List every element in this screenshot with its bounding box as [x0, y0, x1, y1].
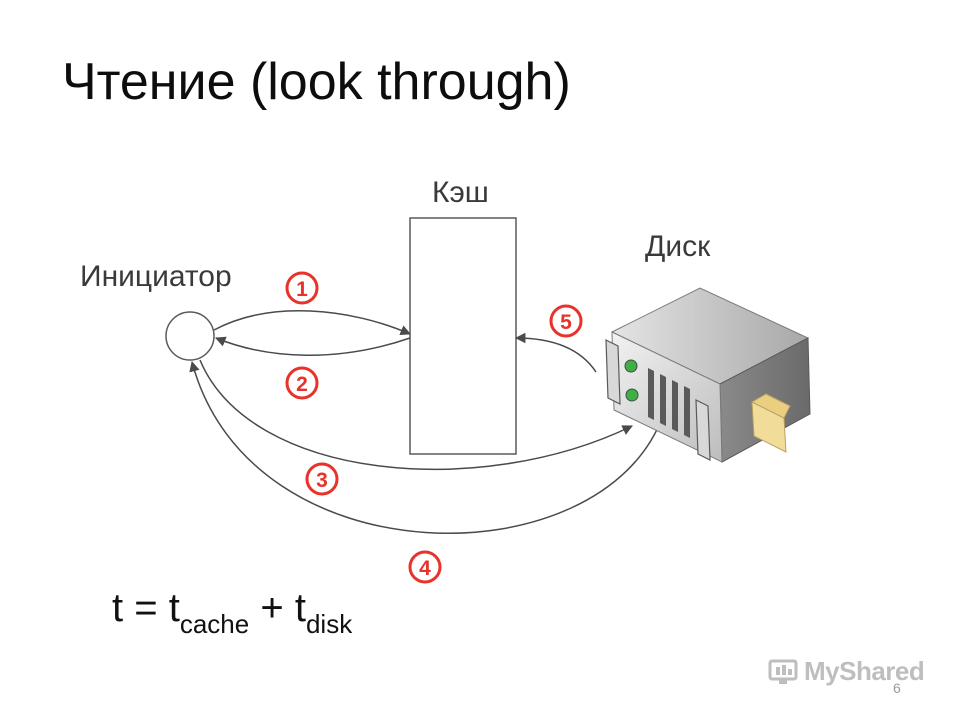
- cache-label: Кэш: [432, 176, 489, 209]
- watermark: MyShared: [768, 656, 925, 687]
- formula-term-cache: t: [168, 586, 180, 630]
- step-badge-2: 2: [285, 366, 319, 400]
- step-badge-4: 4: [408, 550, 442, 584]
- slide-title: Чтение (look through): [62, 53, 571, 111]
- initiator-label: Инициатор: [80, 260, 232, 293]
- initiator-node: [165, 311, 215, 361]
- formula-term-disk: t: [294, 586, 306, 630]
- step-badge-1: 1: [285, 271, 319, 305]
- step-badge-5: 5: [549, 304, 583, 338]
- step-badge-3: 3: [305, 462, 339, 496]
- status-light-bottom: [625, 388, 639, 402]
- arrow-step-3: [199, 359, 633, 471]
- formula-plus: +: [249, 586, 295, 630]
- status-light-top: [624, 359, 638, 373]
- watermark-text: MyShared: [804, 656, 925, 686]
- disk-server-icon: [605, 287, 811, 463]
- formula-equals: =: [123, 586, 169, 630]
- formula-lhs: t: [112, 586, 124, 630]
- watermark-logo-icon: [768, 659, 798, 684]
- step-number-2: 2: [296, 373, 308, 396]
- step-number-5: 5: [560, 311, 572, 334]
- arrow-step-5: [514, 332, 597, 373]
- formula-sub-cache: cache: [179, 609, 250, 639]
- arrow-step-4: [189, 360, 663, 535]
- time-formula: t = tcache + tdisk: [112, 586, 352, 637]
- arrow-step-2: [215, 336, 411, 356]
- arrow-step-1: [213, 310, 411, 336]
- step-number-4: 4: [419, 557, 431, 580]
- step-number-1: 1: [296, 278, 308, 301]
- disk-label: Диск: [645, 230, 711, 263]
- step-number-3: 3: [316, 469, 328, 492]
- page-number: 6: [893, 680, 901, 696]
- cache-block: [409, 217, 517, 455]
- formula-sub-disk: disk: [305, 609, 353, 639]
